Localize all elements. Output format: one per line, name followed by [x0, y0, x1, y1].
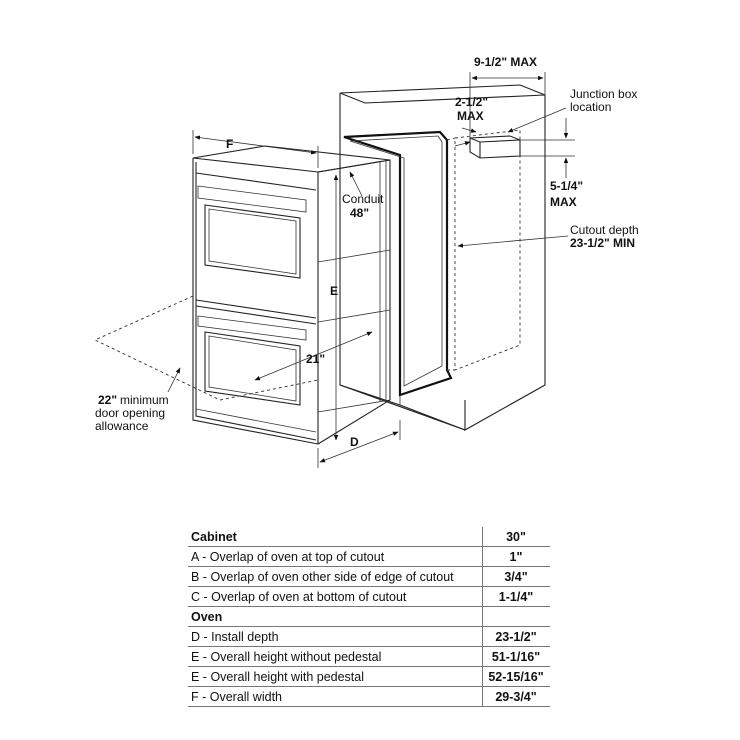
label-conduit-length: 48" — [350, 206, 369, 220]
label-box-height: 5-1/4" — [550, 179, 583, 193]
cabinet — [339, 84, 546, 431]
door-allowance — [93, 295, 319, 401]
table-row: B - Overlap of oven other side of edge o… — [188, 566, 550, 587]
dimension-lines — [167, 72, 575, 468]
label-conduit: Conduit — [342, 192, 384, 206]
label-junction-location: location — [570, 100, 611, 114]
installation-diagram: 9-1/2" MAX Junction box location 2-1/2" … — [93, 55, 639, 468]
spec-value — [482, 606, 550, 627]
label-door-22: 22" — [98, 393, 117, 407]
label-cutout-depth: Cutout depth — [570, 223, 639, 237]
table-section-row: Oven — [188, 606, 550, 627]
label-dim-f: F — [226, 137, 233, 151]
label-door-minimum: minimum — [120, 393, 169, 407]
spec-value: 29-3/4" — [482, 686, 550, 707]
spec-value: 23-1/2" — [482, 626, 550, 647]
label-max-width: 9-1/2" MAX — [474, 55, 537, 69]
spec-label: Oven — [188, 606, 483, 627]
label-dim-21: 21" — [306, 352, 325, 366]
label-box-height-max: MAX — [550, 195, 577, 209]
spec-label: F - Overall width — [188, 686, 483, 707]
label-dim-e: E — [330, 284, 338, 298]
spec-label: B - Overlap of oven other side of edge o… — [188, 566, 483, 587]
label-dim-d: D — [350, 435, 359, 449]
spec-label: D - Install depth — [188, 626, 483, 647]
spec-label: E - Overall height without pedestal — [188, 646, 483, 667]
label-door-opening: door opening — [95, 406, 165, 420]
label-top-gap-max: MAX — [457, 109, 484, 123]
junction-box — [469, 135, 521, 159]
oven — [192, 145, 391, 445]
spec-value: 30" — [482, 527, 550, 547]
spec-label: C - Overlap of oven at bottom of cutout — [188, 586, 483, 607]
label-junction-box: Junction box — [570, 87, 637, 101]
label-cutout-min: 23-1/2" MIN — [570, 236, 635, 250]
spec-value: 52-15/16" — [482, 666, 550, 687]
spec-label: Cabinet — [188, 527, 483, 547]
spec-value: 3/4" — [482, 566, 550, 587]
label-top-gap: 2-1/2" — [455, 95, 488, 109]
spec-label: A - Overlap of oven at top of cutout — [188, 546, 483, 567]
spec-value: 1-1/4" — [482, 586, 550, 607]
spec-value: 51-1/16" — [482, 646, 550, 667]
spec-label: E - Overall height with pedestal — [188, 666, 483, 687]
label-door-allowance: allowance — [95, 419, 149, 433]
spec-value: 1" — [482, 546, 550, 567]
